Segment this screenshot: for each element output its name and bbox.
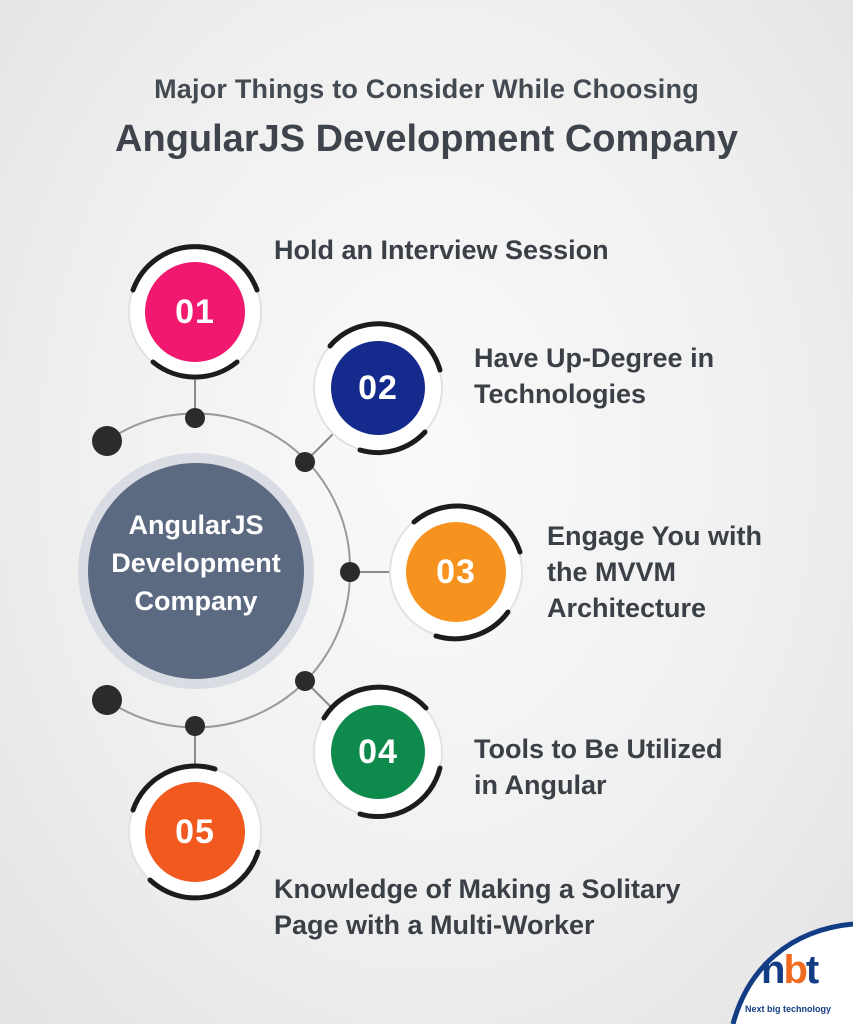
logo-mark: nbt [761,948,819,993]
hub-circle [88,463,304,679]
connector-dot [340,562,360,582]
connector-dot [92,426,122,456]
item-line: Architecture [547,593,707,623]
badge-number: 01 [175,292,215,331]
item-line: Technologies [474,379,647,409]
item-line: the MVVM [547,557,677,587]
badge-02: 02 [331,341,425,435]
connector-dot [92,685,122,715]
badge-number: 05 [175,812,215,851]
item-line: Engage You with [547,521,763,551]
item-text-05: Knowledge of Making a Solitary Page with… [274,871,681,943]
item-text-02: Have Up-Degree in Technologies [474,340,714,412]
badge-number: 03 [436,552,476,591]
hub-label: AngularJS Development Company [78,506,314,620]
subtitle: Major Things to Consider While Choosing [154,74,699,104]
badge-05: 05 [145,782,245,882]
badge-number: 04 [358,732,398,771]
item-line: Page with a Multi-Worker [274,910,595,940]
item-line: Knowledge of Making a Solitary [274,874,681,904]
item-line: Tools to Be Utilized [474,734,723,764]
item-line: in Angular [474,770,607,800]
logo-letter-accent: b [783,948,807,992]
connector-dot [295,452,315,472]
item-text-04: Tools to Be Utilized in Angular [474,731,723,803]
badge-03: 03 [406,522,506,622]
logo-background [733,924,853,1024]
item-text-03: Engage You with the MVVM Architecture [547,518,762,626]
hub-label-line: AngularJS [128,510,264,540]
connector-dot [185,408,205,428]
badge-04: 04 [331,705,425,799]
company-logo: nbt Next big technology [723,924,853,1024]
badge-number: 02 [358,368,398,407]
connector-dot [295,671,315,691]
connector-dot [185,716,205,736]
logo-tagline: Next big technology [745,1004,832,1014]
logo-letter: n [761,948,785,992]
badge-01: 01 [145,262,245,362]
page-title: AngularJS Development Company [115,118,738,160]
item-line: Have Up-Degree in [474,343,715,373]
hub-label-line: Company [134,586,258,616]
item-text-01: Hold an Interview Session [274,232,609,268]
logo-letter: t [805,948,819,992]
hub-label-line: Development [111,548,281,578]
logo-swoosh [730,921,853,1024]
item-line: Hold an Interview Session [274,235,609,265]
